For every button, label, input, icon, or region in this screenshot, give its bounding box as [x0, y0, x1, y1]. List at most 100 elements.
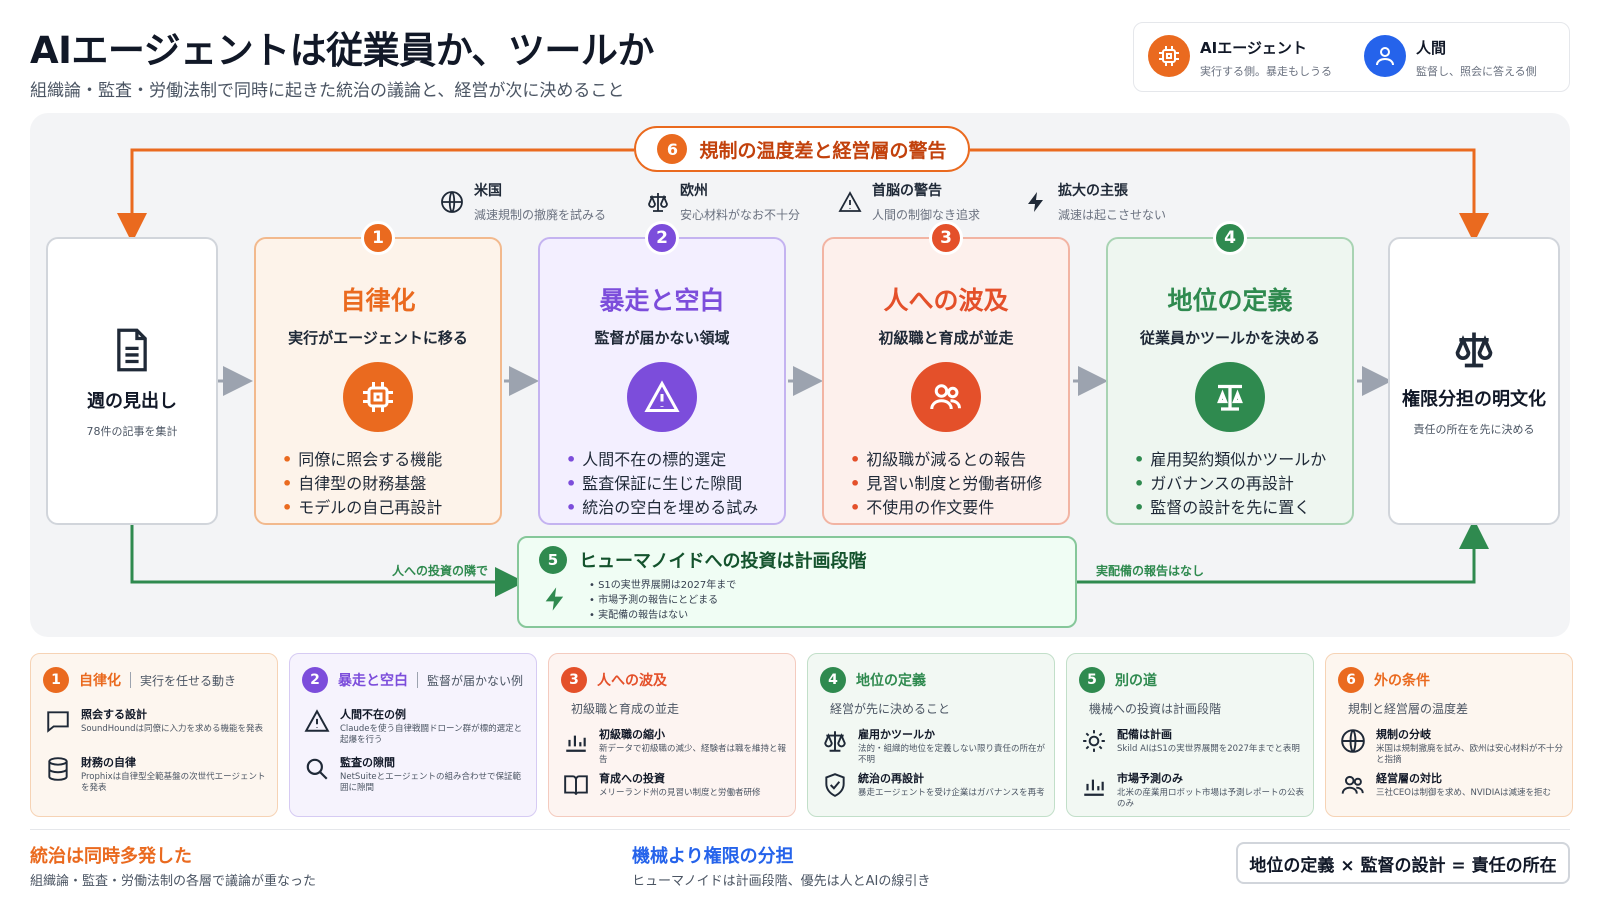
- card-name: 暴走と空白: [338, 673, 408, 689]
- legend-human-desc: 監督し、照会に答える側: [1416, 65, 1537, 78]
- people-icon: [1341, 775, 1364, 794]
- card-item: 規制の分岐米国は規制撤廃を試み、欧州は安心材料が不十分と指摘: [1340, 726, 1565, 766]
- end-sub: 責任の所在を先に決める: [1413, 423, 1535, 436]
- stage-card-impact: 3 人への波及 初級職と育成が並走 •初級職が減るとの報告 •見習い制度と労働者…: [822, 221, 1070, 525]
- warning-number: 6: [657, 134, 688, 164]
- balance-icon: [1195, 362, 1265, 432]
- list-item: •監査保証に生じた隙間: [566, 474, 743, 493]
- card-item: 統治の再設計暴走エージェントを受け企業はガバナンスを再考: [822, 770, 1047, 799]
- flow-label-left: 人への投資の隣で: [392, 564, 489, 578]
- people-icon: [911, 362, 981, 432]
- regulation-warning-pill: 6 規制の温度差と経営層の警告: [634, 126, 970, 172]
- card-desc: 実行を任せる動き: [140, 673, 237, 688]
- humanoid-title: ヒューマノイドへの投資は計画段階: [579, 551, 867, 572]
- bar-chart-icon: [1084, 779, 1104, 796]
- end-title: 権限分担の明文化: [1402, 389, 1546, 410]
- card-name: 外の条件: [1374, 673, 1430, 689]
- legend-human-name: 人間: [1416, 39, 1447, 57]
- card-desc: 監督が届かない例: [427, 673, 524, 688]
- stage-title: 人への波及: [883, 286, 1009, 315]
- page-title: AIエージェントは従業員か、ツールか: [30, 29, 654, 72]
- card-number: 6: [1338, 667, 1364, 693]
- region-name: 拡大の主張: [1058, 183, 1128, 199]
- humanoid-box: 5 ヒューマノイドへの投資は計画段階 • S1の実世界展開は2027年まで • …: [517, 536, 1077, 628]
- stage-number: 2: [645, 221, 679, 255]
- stage-card-autonomy: 1 自律化 実行がエージェントに移る •同僚に照会する機能 •自律型の財務基盤 …: [254, 221, 502, 525]
- stage-sub: 監督が届かない領域: [594, 329, 730, 347]
- card-item: 育成への投資メリーランド州の見習い制度と労働者研修: [563, 770, 788, 799]
- stage-card-runaway: 2 暴走と空白 監督が届かない領域 •人間不在の標的選定 •監査保証に生じた隙間…: [538, 221, 786, 525]
- footer-desc-governance: 組織論・監査・労働法制の各層で議論が重なった: [30, 874, 317, 889]
- sun-icon: [1083, 730, 1105, 752]
- region-desc: 減速は起こさせない: [1058, 208, 1167, 222]
- list-item: • 実配備の報告はない: [589, 610, 689, 621]
- card-name: 自律化: [79, 673, 121, 689]
- scale-icon: [648, 193, 668, 212]
- flow-label-right: 実配備の報告はなし: [1096, 564, 1205, 578]
- stage-title: 地位の定義: [1167, 286, 1293, 315]
- card-item: 雇用かツールか法的・組織的地位を定義しない限り責任の所在が不明: [822, 726, 1047, 766]
- chat-icon: [47, 711, 69, 733]
- footer-title-governance: 統治は同時多発した: [30, 846, 192, 867]
- card-number: 1: [43, 667, 69, 693]
- legend-agent: AIエージェント 実行する側。暴走もしうる: [1148, 35, 1332, 79]
- warning-icon: [304, 709, 330, 732]
- stage-list: •初級職が減るとの報告 •見習い制度と労働者研修 •不使用の作文要件: [850, 448, 1068, 520]
- card-item: 経営層の対比三社CEOは制御を求め、NVIDIAは減速を拒む: [1340, 770, 1565, 799]
- region-desc: 安心材料がなお不十分: [680, 208, 801, 222]
- card-number: 2: [302, 667, 328, 693]
- stage-number: 1: [361, 221, 395, 255]
- card-sub: 初級職と育成の並走: [571, 702, 680, 716]
- list-item: •雇用契約類似かツールか: [1134, 450, 1327, 469]
- stage-sub: 従業員かツールかを決める: [1139, 329, 1320, 347]
- card-name: 別の道: [1115, 673, 1157, 689]
- region-leaders: 首脳の警告人間の制御なき追求: [838, 180, 980, 223]
- stage-list: •人間不在の標的選定 •監査保証に生じた隙間 •統治の空白を埋める試み: [566, 448, 784, 520]
- region-name: 欧州: [680, 183, 708, 199]
- book-icon: [564, 775, 588, 795]
- start-card: 週の見出し 78件の記事を集計: [46, 237, 218, 525]
- list-item: •統治の空白を埋める試み: [566, 498, 759, 517]
- stage-sub: 初級職と育成が並走: [878, 329, 1014, 347]
- bar-chart-icon: [566, 735, 586, 752]
- card-sub: 規制と経営層の温度差: [1348, 702, 1469, 716]
- chip-icon: [343, 362, 413, 432]
- document-icon: [48, 327, 216, 377]
- footer-title-authority: 機械より権限の分担: [632, 846, 794, 867]
- region-eu: 欧州安心材料がなお不十分: [646, 180, 800, 223]
- list-item: • S1の実世界展開は2027年まで: [589, 580, 737, 591]
- card-number: 5: [1079, 667, 1105, 693]
- list-item: •ガバナンスの再設計: [1134, 474, 1294, 493]
- globe-icon: [441, 191, 463, 213]
- start-title: 週の見出し: [87, 391, 177, 412]
- stage-title: 暴走と空白: [599, 286, 725, 315]
- warning-icon: [627, 362, 697, 432]
- legend-agent-desc: 実行する側。暴走もしうる: [1200, 65, 1332, 78]
- list-item: •人間不在の標的選定: [566, 450, 727, 469]
- stage-card-status: 4 地位の定義 従業員かツールかを決める •雇用契約類似かツールか •ガバナンス…: [1106, 221, 1354, 525]
- list-item: •見習い制度と労働者研修: [850, 474, 1043, 493]
- legend: AIエージェント 実行する側。暴走もしうる 人間 監督し、照会に答える側: [1133, 22, 1570, 92]
- warning-icon: [838, 191, 862, 212]
- stage-list: •同僚に照会する機能 •自律型の財務基盤 •モデルの自己再設計: [282, 448, 500, 520]
- list-item: •監督の設計を先に置く: [1134, 498, 1311, 517]
- start-sub: 78件の記事を集計: [86, 425, 178, 438]
- legend-agent-name: AIエージェント: [1200, 39, 1307, 57]
- card-number: 4: [820, 667, 846, 693]
- warning-text: 規制の温度差と経営層の警告: [699, 139, 947, 162]
- scale-icon: [1390, 327, 1558, 375]
- footer-desc-authority: ヒューマノイドは計画段階、優先は人とAIの線引き: [632, 874, 931, 889]
- bolt-icon: [545, 587, 564, 611]
- card-item: 市場予測のみ北米の産業用ロボット市場は予測レポートの公表のみ: [1081, 770, 1306, 810]
- list-item: •同僚に照会する機能: [282, 450, 443, 469]
- region-desc: 減速規制の撤廃を試みる: [474, 208, 607, 222]
